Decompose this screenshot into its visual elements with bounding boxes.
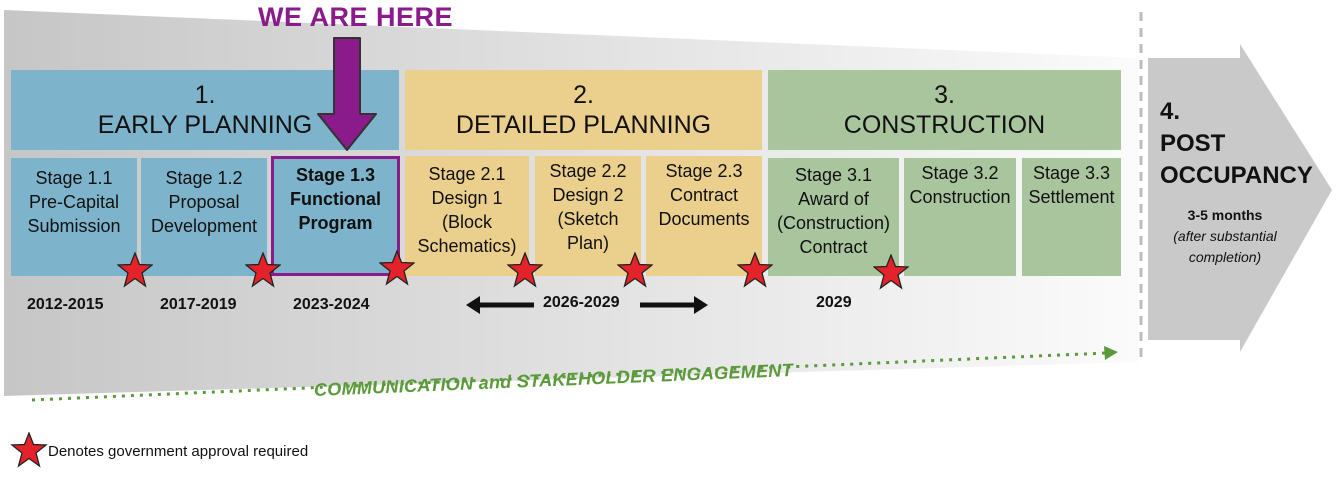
approval-star-icon — [737, 252, 773, 288]
post-occupancy-title: 4. POST OCCUPANCY — [1160, 98, 1313, 189]
approval-star-icon — [507, 252, 543, 288]
stage-3-3: Stage 3.3 Settlement — [1022, 158, 1121, 276]
phase-detailed-planning: 2. DETAILED PLANNING — [405, 70, 762, 150]
legend-star-icon — [10, 432, 48, 468]
post-occupancy-arrow — [1148, 44, 1332, 352]
phase-title: DETAILED PLANNING — [455, 111, 712, 139]
approval-star-icon — [617, 252, 653, 288]
stage-1-2: Stage 1.2 Proposal Development — [141, 158, 267, 276]
legend-text: Denotes government approval required — [48, 443, 309, 460]
stage-2-1: Stage 2.1 Design 1 (Block Schematics) — [405, 156, 529, 276]
engagement-arrowhead — [1104, 346, 1118, 360]
phase-title: EARLY PLANNING — [97, 111, 313, 139]
date-range-arrows — [466, 296, 708, 314]
arrow-right-icon — [694, 296, 708, 314]
year-detailed-planning: 2026-2029 — [543, 294, 620, 311]
year-stage-1-2: 2017-2019 — [160, 296, 237, 313]
phase-construction: 3. CONSTRUCTION — [768, 70, 1121, 150]
phase-number: 1. — [194, 81, 216, 109]
year-stage-1-3: 2023-2024 — [293, 296, 370, 313]
stage-1-3-current: Stage 1.3 Functional Program — [271, 156, 400, 276]
phase-number: 2. — [573, 81, 594, 109]
post-occupancy-details: 3-5 months (after substantial completion… — [1173, 207, 1277, 265]
phase-number: 3. — [934, 81, 955, 109]
stage-2-3: Stage 2.3 Contract Documents — [646, 156, 762, 276]
phase-title: CONSTRUCTION — [843, 111, 1046, 139]
stage-1-1: Stage 1.1 Pre-Capital Submission — [11, 158, 137, 276]
year-construction: 2029 — [816, 294, 852, 311]
stage-2-2: Stage 2.2 Design 2 (Sketch Plan) — [535, 156, 641, 276]
stage-3-1: Stage 3.1 Award of (Construction) Contra… — [768, 158, 899, 276]
stage-3-2: Stage 3.2 Construction — [904, 158, 1016, 276]
year-stage-1-1: 2012-2015 — [27, 296, 104, 313]
we-are-here-arrow — [317, 37, 377, 151]
approval-star-icon — [117, 252, 153, 288]
arrow-left-icon — [466, 296, 480, 314]
we-are-here-label: WE ARE HERE — [258, 2, 454, 32]
approval-star-icon — [245, 252, 281, 288]
approval-star-icon — [379, 250, 415, 286]
approval-star-icon — [873, 254, 909, 290]
